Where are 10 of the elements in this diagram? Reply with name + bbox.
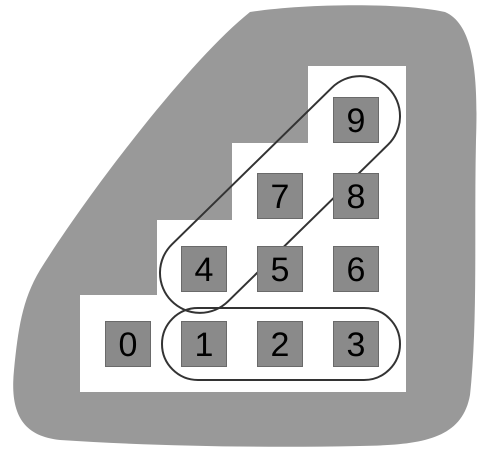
digit-tile: 7 <box>257 173 303 219</box>
digit-tile: 9 <box>333 97 379 143</box>
digit-tile: 0 <box>105 321 151 367</box>
digit-tile: 4 <box>181 246 227 292</box>
digit-tile: 1 <box>181 321 227 367</box>
digit-tile: 3 <box>333 321 379 367</box>
digit-tile: 5 <box>257 246 303 292</box>
digit-tile: 2 <box>257 321 303 367</box>
digit-tile: 6 <box>333 246 379 292</box>
digit-tile: 8 <box>333 173 379 219</box>
